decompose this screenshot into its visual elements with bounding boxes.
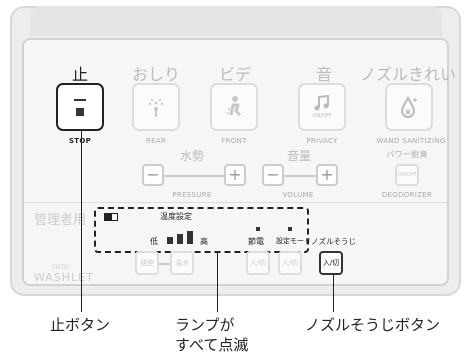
brand-top: TOTO: [52, 264, 69, 271]
nozzle-callout-line: [333, 275, 334, 312]
rear-wash-icon: [148, 99, 164, 117]
stop-callout-line: [81, 131, 82, 312]
music-note-icon: [314, 95, 329, 111]
temp-high-label: 高: [200, 237, 208, 246]
deodorizer-button[interactable]: ON/OFF: [395, 164, 419, 186]
setting-mode-button[interactable]: 入/切: [278, 251, 302, 275]
admin-label: 管理者用: [34, 213, 87, 228]
privacy-button[interactable]: ON/OFF: [298, 83, 346, 131]
rear-button[interactable]: [132, 83, 180, 131]
nozzle-clean-label: ノズルそうじ: [311, 237, 356, 246]
volume-label: 音量: [286, 149, 311, 163]
rear-sublabel: REAR: [145, 137, 167, 145]
pressure-label: 水勢: [179, 149, 204, 163]
stop-sublabel: STOP: [68, 137, 92, 145]
front-label: ビデ: [218, 65, 251, 84]
water-temp-button[interactable]: 温水: [170, 251, 194, 275]
nozzle-button-caption: ノズルそうじボタン: [305, 316, 441, 334]
lamps-callout-line: [217, 252, 218, 312]
rear-label: おしり: [131, 65, 180, 84]
energy-save-label: 節電: [248, 237, 264, 246]
wand-sublabel: WAND SANITIZING: [376, 137, 446, 145]
temp-lamp-2: [177, 234, 183, 244]
temp-low-label: 低: [150, 237, 158, 246]
deodorizer-label: パワー脱臭: [386, 150, 428, 159]
temp-setting-label: 温度設定: [160, 212, 192, 221]
water-drop-icon: [400, 95, 417, 118]
stop-label: 止: [71, 65, 88, 84]
temp-lamp-3: [187, 231, 193, 244]
nozzle-clean-button[interactable]: 入/切: [319, 251, 343, 275]
pressure-plus-button[interactable]: +: [224, 164, 246, 186]
pressure-sublabel: PRESSURE: [172, 191, 212, 199]
bidet-icon: [227, 96, 242, 117]
seat-temp-button[interactable]: 便座: [135, 251, 159, 275]
front-sublabel: FRONT: [221, 137, 247, 145]
wand-sanitizing-button[interactable]: [385, 83, 433, 131]
brand-logo: WASHLET: [34, 271, 94, 284]
stop-button-caption: 止ボタン: [50, 316, 111, 334]
stop-icon: [74, 98, 86, 116]
privacy-onoff-text: ON/OFF: [312, 113, 332, 119]
setting-mode-label: 設定モード: [276, 237, 311, 245]
volume-plus-button[interactable]: +: [316, 164, 338, 186]
panel-top-band: [30, 6, 442, 36]
privacy-sublabel: PRIVACY: [306, 137, 338, 145]
panel-divider: [24, 202, 447, 203]
lamp-highlight-box: [94, 207, 309, 253]
panel-face: [22, 38, 449, 286]
temp-lamp-1: [167, 237, 173, 244]
pressure-minus-button[interactable]: −: [142, 164, 164, 186]
stop-button[interactable]: [56, 83, 104, 131]
volume-bar: [276, 175, 322, 177]
volume-minus-button[interactable]: −: [262, 164, 284, 186]
seat-water-connector: [148, 263, 178, 265]
wand-label: ノズルきれい: [359, 65, 456, 84]
privacy-label: 音: [315, 65, 332, 84]
lamps-caption-line2: すべて点滅: [175, 336, 249, 354]
setting-mode-lamp: [288, 227, 292, 231]
volume-sublabel: VOLUME: [282, 191, 314, 199]
pressure-bar: [156, 175, 228, 177]
energy-save-lamp: [256, 227, 260, 231]
front-button[interactable]: [210, 83, 258, 131]
energy-save-button[interactable]: 入/切: [246, 251, 270, 275]
lamps-caption-line1: ランプが: [175, 316, 235, 334]
battery-icon: [104, 213, 118, 221]
deodorizer-sublabel: DEODORIZER: [381, 191, 433, 199]
